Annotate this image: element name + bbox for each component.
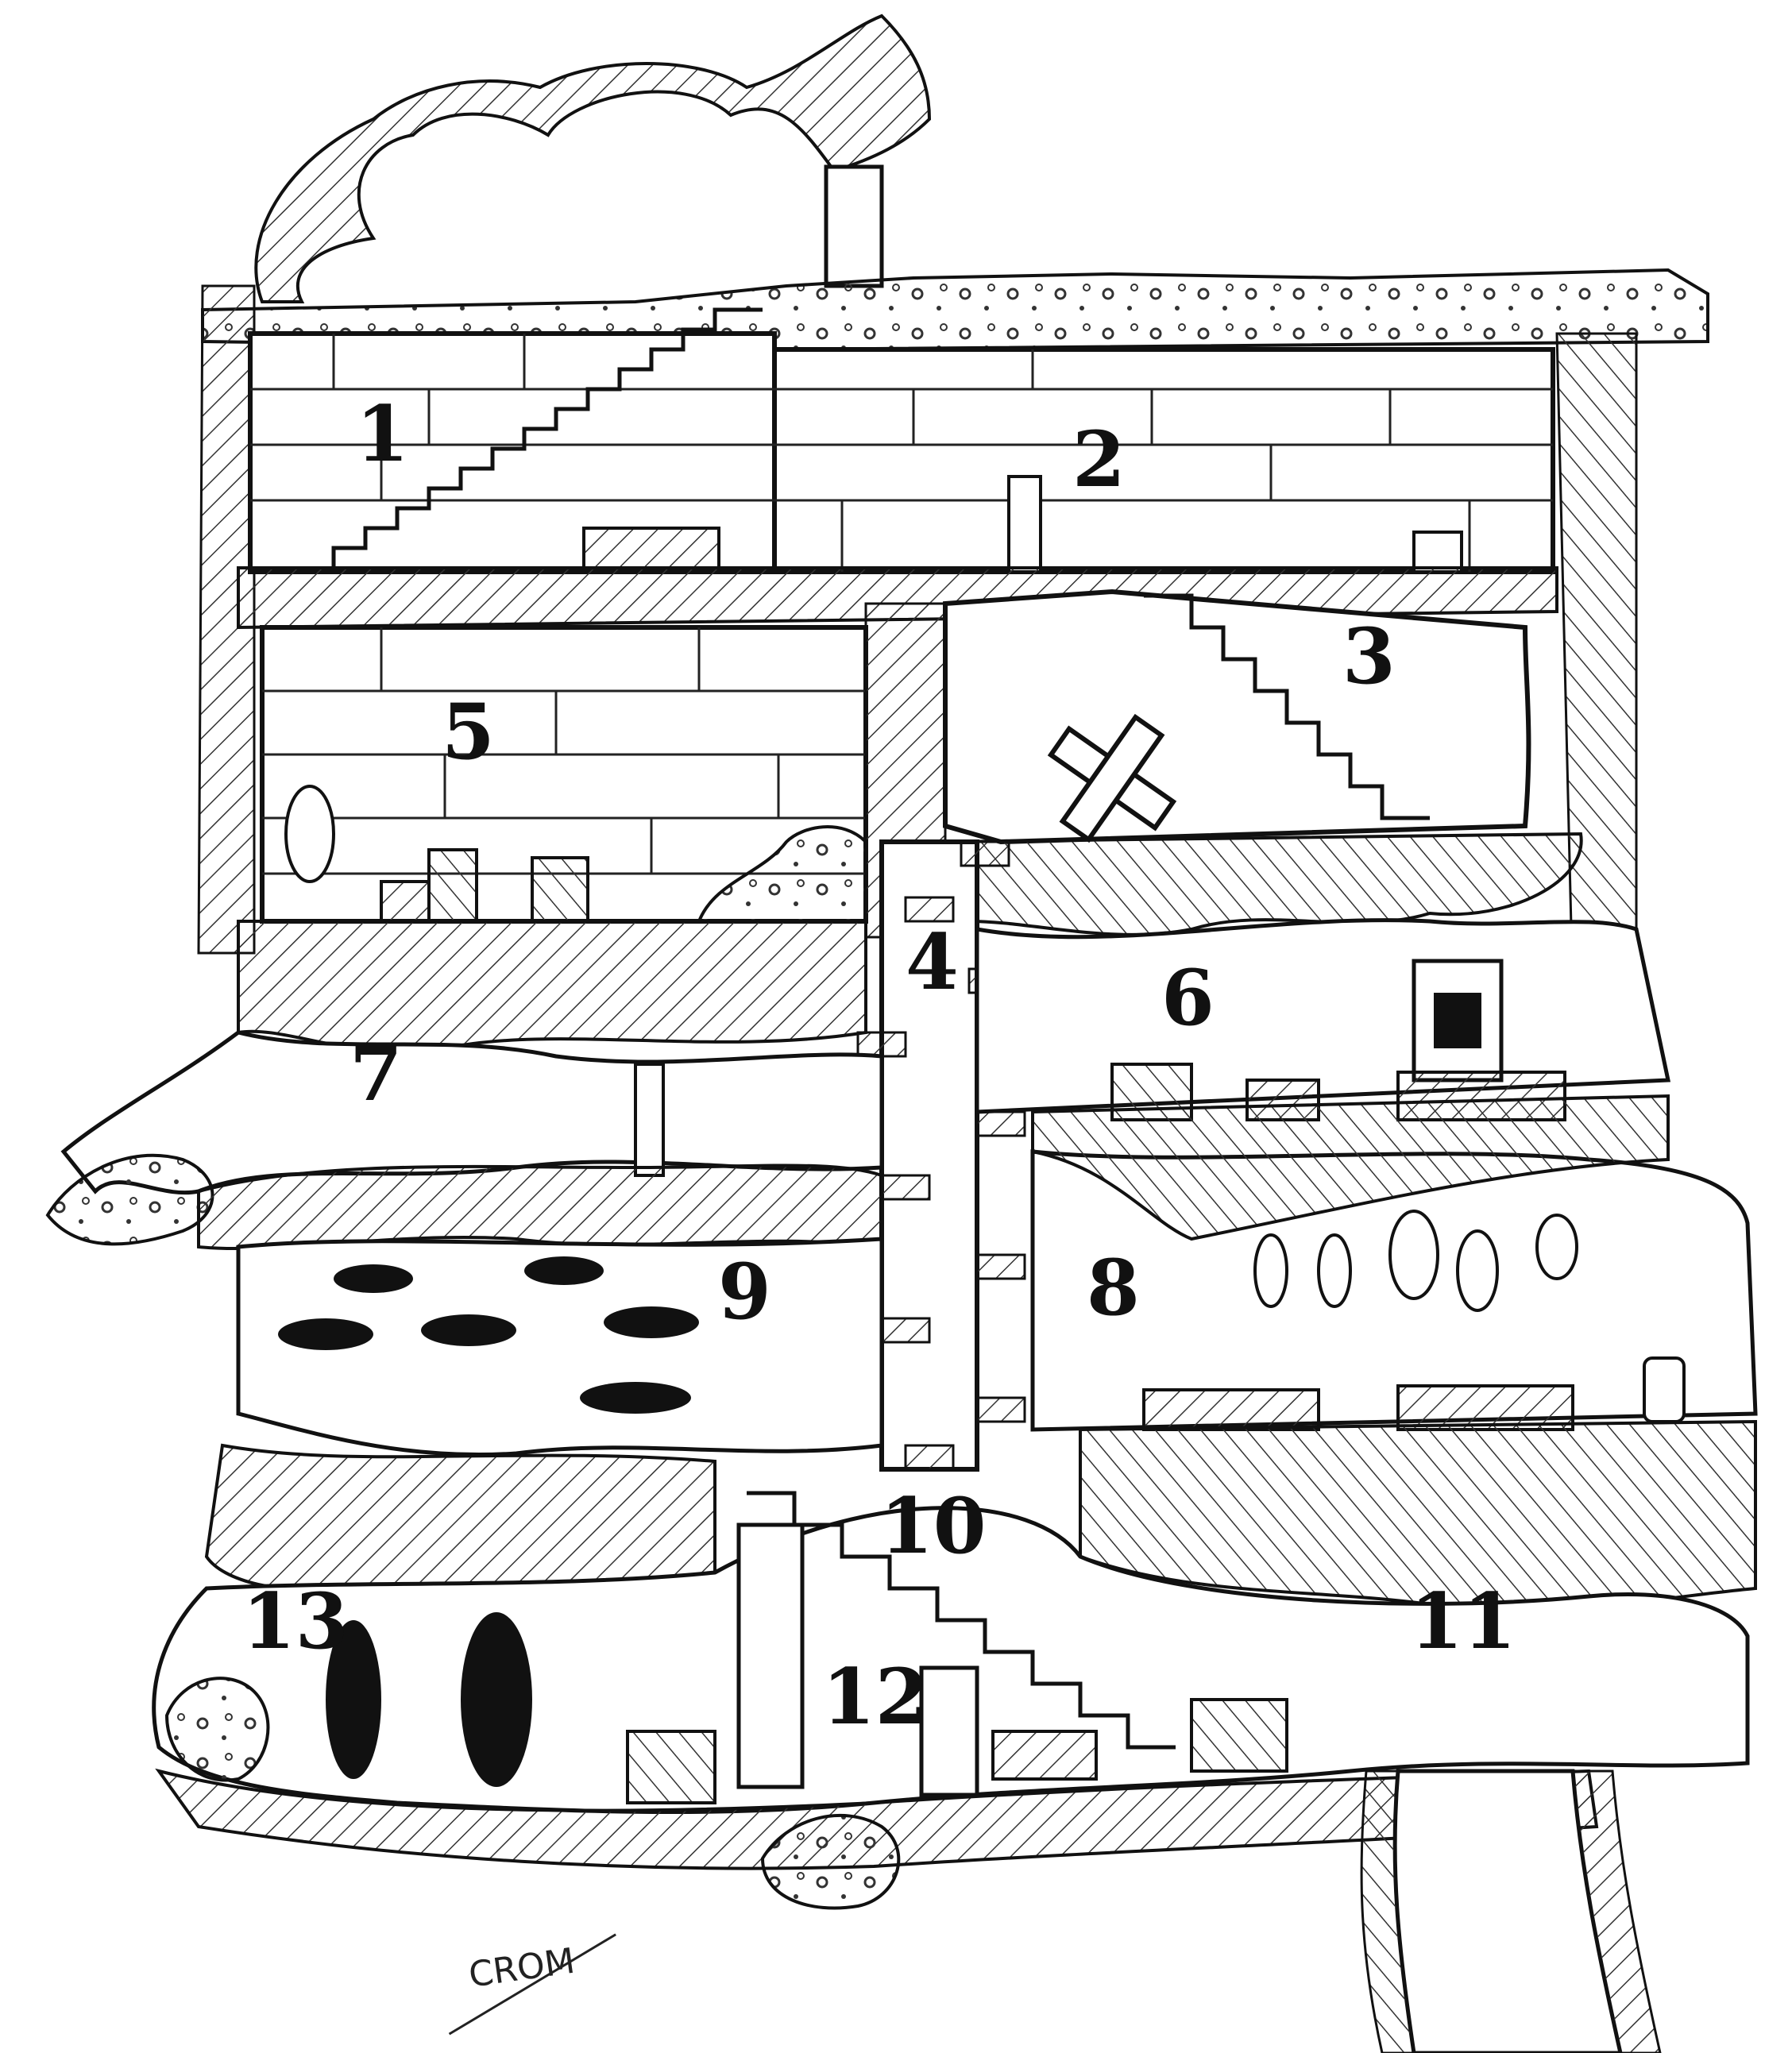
room-label-2: 2 [1072,415,1126,504]
table [1142,1388,1320,1431]
chest [582,527,720,569]
room-9-area [236,1237,884,1457]
rock-band-lower-left [204,1443,716,1592]
brick-lines-upper [250,334,1553,572]
rock-band-middle [943,832,1583,936]
support-pillar [736,1522,805,1789]
room-label-3: 3 [1342,612,1396,701]
bedrolls [278,1256,699,1414]
room-label-12: 12 [822,1652,929,1742]
rock-right-upper [1555,332,1638,994]
table [1396,1384,1574,1431]
room-label-11: 11 [1410,1576,1516,1666]
room-label-13: 13 [242,1576,349,1666]
hanging-meat [1253,1210,1578,1312]
artist-signature: CROM [448,1933,616,2036]
smoke-cloud [254,14,932,303]
cave-opening [461,1612,532,1787]
crate [380,880,431,923]
stairs-room-1 [331,307,763,568]
room-label-4: 4 [906,917,959,1007]
rubble-pile [697,825,867,923]
room-label-5: 5 [442,687,495,777]
room-label-10: 10 [880,1481,987,1571]
rock-blob-center [760,1814,901,1910]
fireplace [1412,531,1463,573]
rock-blob-left [45,1153,214,1246]
rock-blob-lower-left [164,1677,270,1782]
support-beam [634,1063,665,1177]
lower-cave [152,1506,1750,1815]
forge-opening [1434,993,1481,1048]
crate [1190,1698,1288,1773]
stairs-room-3 [1144,593,1430,820]
rock-band-7-9 [197,1163,883,1251]
crate [427,848,478,923]
crossed-planks [1047,713,1177,843]
rock-band-room-5-floor [237,920,867,1054]
room-4-shaft [879,839,979,1472]
cave-opening [326,1620,381,1779]
crate [531,856,589,923]
room-label-6: 6 [1161,953,1215,1043]
room-label-8: 8 [1087,1243,1140,1333]
room-label-7: 7 [350,1028,403,1118]
stairs-room-10 [747,1491,1176,1750]
miner-figure [284,785,335,883]
rock-band-6-8 [1031,1094,1670,1241]
tunnel-wall-right [1571,1769,1662,2053]
room-label-1: 1 [356,389,409,479]
barrel [1643,1356,1686,1423]
tunnel-wall-left [1360,1769,1415,2053]
table [991,1730,1098,1781]
crate [626,1730,716,1804]
chimney [824,164,884,288]
support-pillar [919,1665,979,1797]
room-label-9: 9 [718,1247,771,1337]
door [1007,475,1042,573]
room-3-area [943,589,1531,845]
